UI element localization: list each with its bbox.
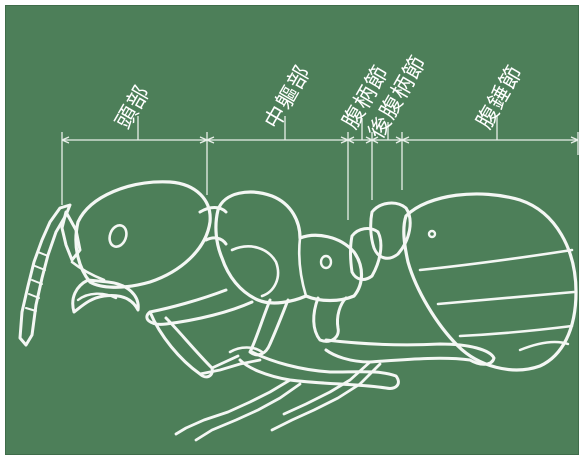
gaster-spiracle [429, 231, 435, 237]
tarsal-claw [230, 348, 262, 353]
dimension-lines [62, 116, 578, 220]
mid-tarsus [176, 380, 300, 440]
hind-coxa [314, 298, 346, 341]
propodeal-spiracle [321, 256, 331, 268]
front-femur [147, 290, 252, 324]
hind-femur [326, 340, 494, 364]
compound-eye [107, 223, 130, 249]
head [76, 182, 210, 287]
ant-outline [20, 182, 576, 440]
mid-coxa [250, 300, 288, 355]
gaster-segment-lines [420, 250, 574, 336]
mesosoma-sutures [232, 238, 306, 296]
